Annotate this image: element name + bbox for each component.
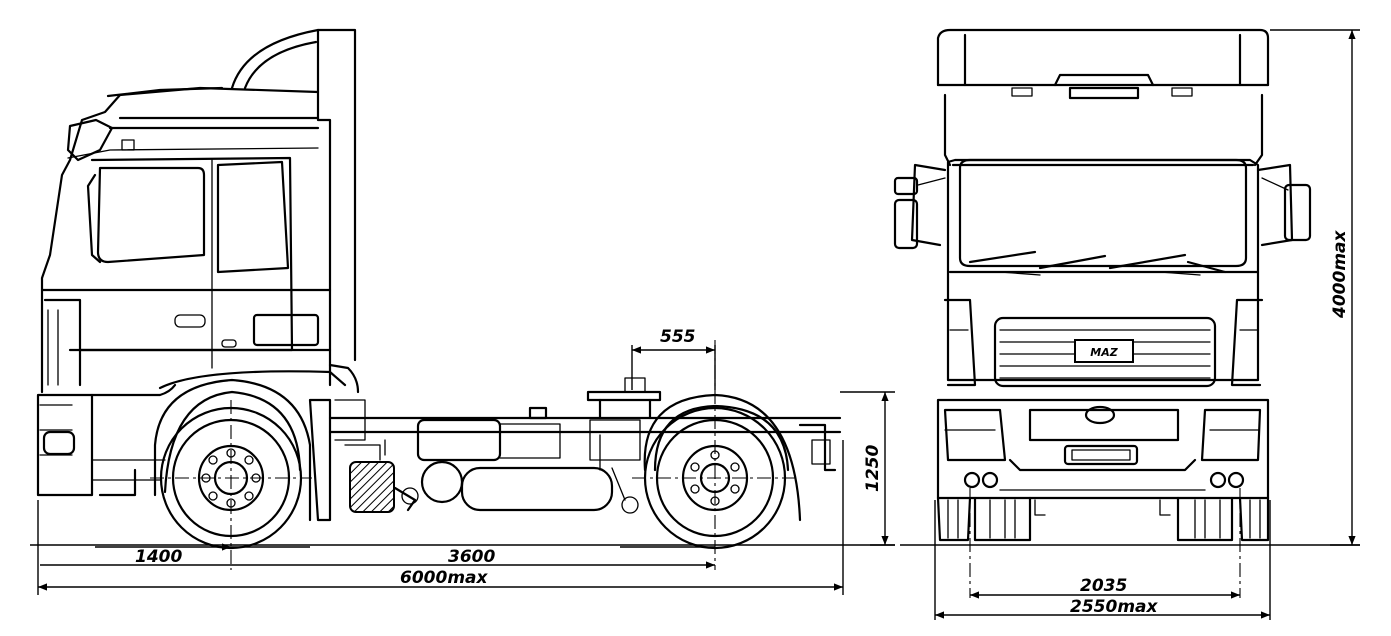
dim-2550max-label: 2550max	[1070, 597, 1159, 617]
dimension-overall-height: 4000max	[1270, 29, 1360, 546]
roof-spoiler-front	[936, 28, 1270, 100]
track-centerlines	[969, 488, 1241, 598]
maz-badge-text: MAZ	[1090, 346, 1118, 359]
dimension-fifth-wheel-height: 1250	[840, 391, 895, 546]
dim-4000max-label: 4000max	[1330, 230, 1350, 320]
dimension-overall-length: 6000max	[37, 440, 844, 595]
chassis-side	[308, 398, 842, 522]
axle-centerlines	[230, 340, 716, 570]
side-view: 555 1250 1400 3600 6000max	[30, 28, 895, 595]
mirrors-front	[893, 163, 1312, 250]
front-tires	[936, 496, 1270, 542]
dim-555-label: 555	[660, 327, 696, 347]
front-bumper-side	[36, 383, 177, 497]
maz-badge: MAZ	[1074, 339, 1134, 363]
dimension-front-overhang: 1400	[95, 543, 310, 567]
dim-1250-label: 1250	[863, 445, 883, 492]
dim-6000max-label: 6000max	[400, 568, 489, 588]
dimension-wheelbase: 3600	[40, 546, 715, 569]
dimension-track-width: 2035	[970, 576, 1240, 599]
dimension-fifth-wheel-offset: 555	[631, 327, 716, 390]
front-bumper	[936, 398, 1270, 500]
cab-side	[40, 28, 360, 394]
front-view: MAZ	[893, 28, 1360, 620]
fifth-wheel-side	[586, 377, 662, 420]
cab-front: MAZ	[943, 93, 1264, 388]
dim-2035-label: 2035	[1080, 576, 1127, 596]
wipers	[968, 250, 1227, 276]
dim-3600-label: 3600	[448, 547, 495, 567]
dimension-overall-width: 2550max	[934, 500, 1271, 620]
dim-1400-label: 1400	[135, 547, 182, 567]
front-wheel-side	[153, 378, 312, 550]
